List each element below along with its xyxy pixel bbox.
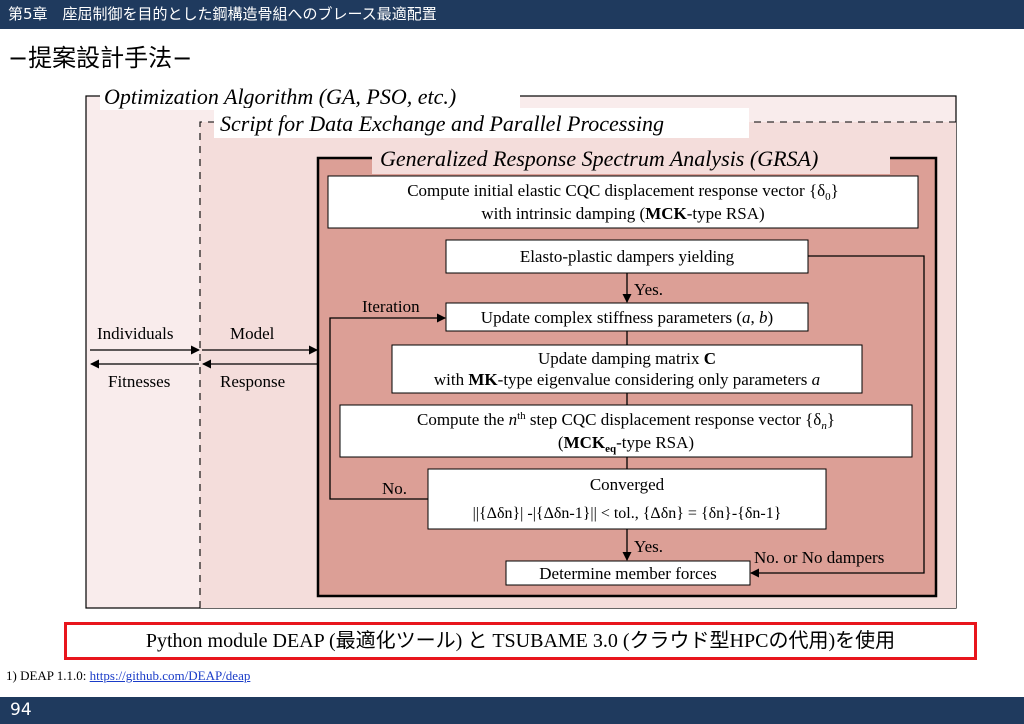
- fitnesses-label: Fitnesses: [108, 372, 170, 391]
- script-label-bg: [214, 108, 749, 138]
- deap-link[interactable]: https://github.com/DEAP/deap: [89, 668, 251, 683]
- box-damping-matrix-line2: with MK-type eigenvalue considering only…: [434, 370, 820, 389]
- model-label: Model: [230, 324, 275, 343]
- box-converged-line1: Converged: [590, 475, 665, 494]
- reference-prefix: 1) DEAP 1.1.0:: [6, 668, 90, 683]
- box-member-forces-text: Determine member forces: [539, 564, 716, 583]
- chapter-title: 第5章 座屈制御を目的とした鋼構造骨組へのブレース最適配置: [8, 5, 437, 23]
- box-nth-step-cqc-line1: Compute the nth step CQC displacement re…: [417, 410, 835, 432]
- response-label: Response: [220, 372, 285, 391]
- yes2-label: Yes.: [634, 537, 663, 556]
- slide-title: −提案設計手法−: [8, 44, 193, 72]
- header-bar: 第5章 座屈制御を目的とした鋼構造骨組へのブレース最適配置: [0, 0, 1024, 29]
- no-dampers-line: [750, 255, 925, 578]
- iteration-label: Iteration: [362, 297, 420, 316]
- reference: 1) DEAP 1.1.0: https://github.com/DEAP/d…: [6, 668, 250, 684]
- box-member-forces: [505, 560, 751, 586]
- script-label: Script for Data Exchange and Parallel Pr…: [220, 111, 664, 136]
- box-initial-cqc: [327, 175, 919, 229]
- yes1-label: Yes.: [634, 280, 663, 299]
- no-label: No.: [382, 479, 407, 498]
- individuals-label: Individuals: [97, 324, 174, 343]
- box-nth-step-cqc: [339, 404, 913, 458]
- grsa-label: Generalized Response Spectrum Analysis (…: [380, 146, 818, 171]
- box-converged: [427, 468, 827, 530]
- no-dampers-label: No. or No dampers: [754, 548, 884, 567]
- footer-bar: 94: [0, 697, 1024, 724]
- page-number: 94: [10, 700, 32, 720]
- box-complex-stiffness-text: Update complex stiffness parameters (a, …: [481, 308, 773, 327]
- box-damping-matrix-line1: Update damping matrix C: [538, 349, 716, 368]
- iteration-loop-line: [329, 313, 446, 500]
- box-converged-line2: ||{Δδn}| -|{Δδn-1}|| < tol., {Δδn} = {δn…: [473, 505, 782, 522]
- box-initial-cqc-line1: Compute initial elastic CQC displacement…: [407, 181, 839, 203]
- note-box: Python module DEAP (最適化ツール) と TSUBAME 3.…: [64, 622, 977, 660]
- grsa-label-bg: [372, 144, 890, 174]
- box-nth-step-cqc-line2: (MCKeq-type RSA): [558, 433, 694, 455]
- outer-label-bg: [100, 80, 520, 110]
- box-dampers-yielding-text: Elasto-plastic dampers yielding: [520, 247, 735, 266]
- outer-label: Optimization Algorithm (GA, PSO, etc.): [104, 84, 456, 109]
- box-initial-cqc-line2: with intrinsic damping (MCK-type RSA): [481, 204, 764, 223]
- box-damping-matrix: [391, 344, 863, 394]
